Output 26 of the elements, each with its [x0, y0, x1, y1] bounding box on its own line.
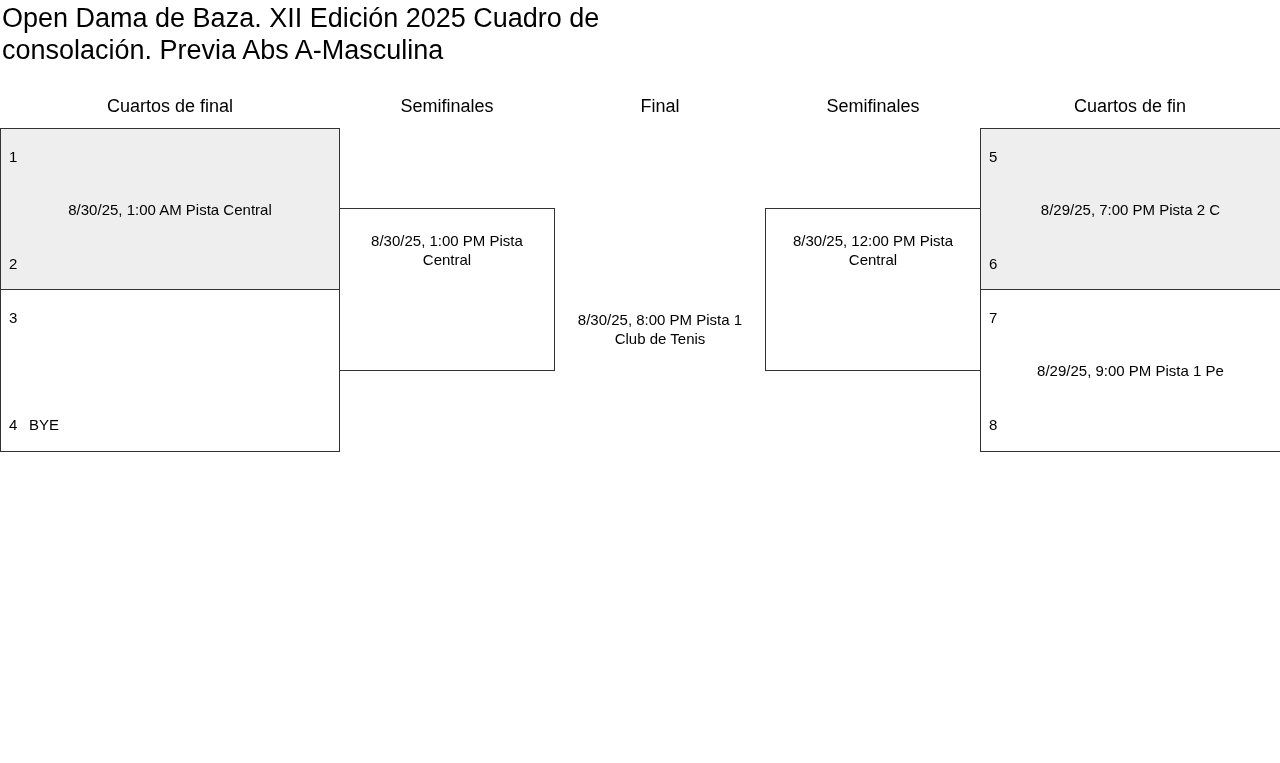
match-schedule: 8/30/25, 1:00 PM Pista Central	[370, 231, 524, 269]
round-heading: Semifinales	[399, 96, 495, 117]
title: Open Dama de Baza. XII Edición 2025 Cuadro de consolación. Previa Abs A-Masculina	[2, 2, 601, 66]
seed-number: 7	[989, 308, 998, 327]
match-box	[339, 208, 555, 371]
round-heading: Final	[639, 96, 681, 117]
match-schedule: 8/30/25, 8:00 PM Pista 1 Club de Tenis	[576, 310, 744, 348]
player-name: BYE	[29, 415, 59, 434]
match-box	[980, 128, 1280, 290]
match-schedule: 8/29/25, 7:00 PM Pista 2 C	[1039, 200, 1222, 219]
seed-number: 3	[9, 308, 18, 327]
seed-number: 8	[989, 415, 998, 434]
round-heading: Cuartos de final	[105, 96, 235, 117]
seed-number: 4	[9, 415, 18, 434]
seed-number: 2	[9, 254, 18, 273]
seed-number: 6	[989, 254, 998, 273]
seed-number: 5	[989, 147, 998, 166]
seed-number: 1	[9, 147, 18, 166]
match-box	[0, 289, 340, 452]
round-heading: Cuartos de fin	[1072, 96, 1188, 117]
round-heading: Semifinales	[825, 96, 921, 117]
match-schedule: 8/30/25, 12:00 PM Pista Central	[791, 231, 955, 269]
match-schedule: 8/29/25, 9:00 PM Pista 1 Pe	[1036, 361, 1225, 380]
match-box	[0, 128, 340, 290]
match-schedule: 8/30/25, 1:00 AM Pista Central	[67, 200, 273, 219]
match-box	[765, 208, 981, 371]
